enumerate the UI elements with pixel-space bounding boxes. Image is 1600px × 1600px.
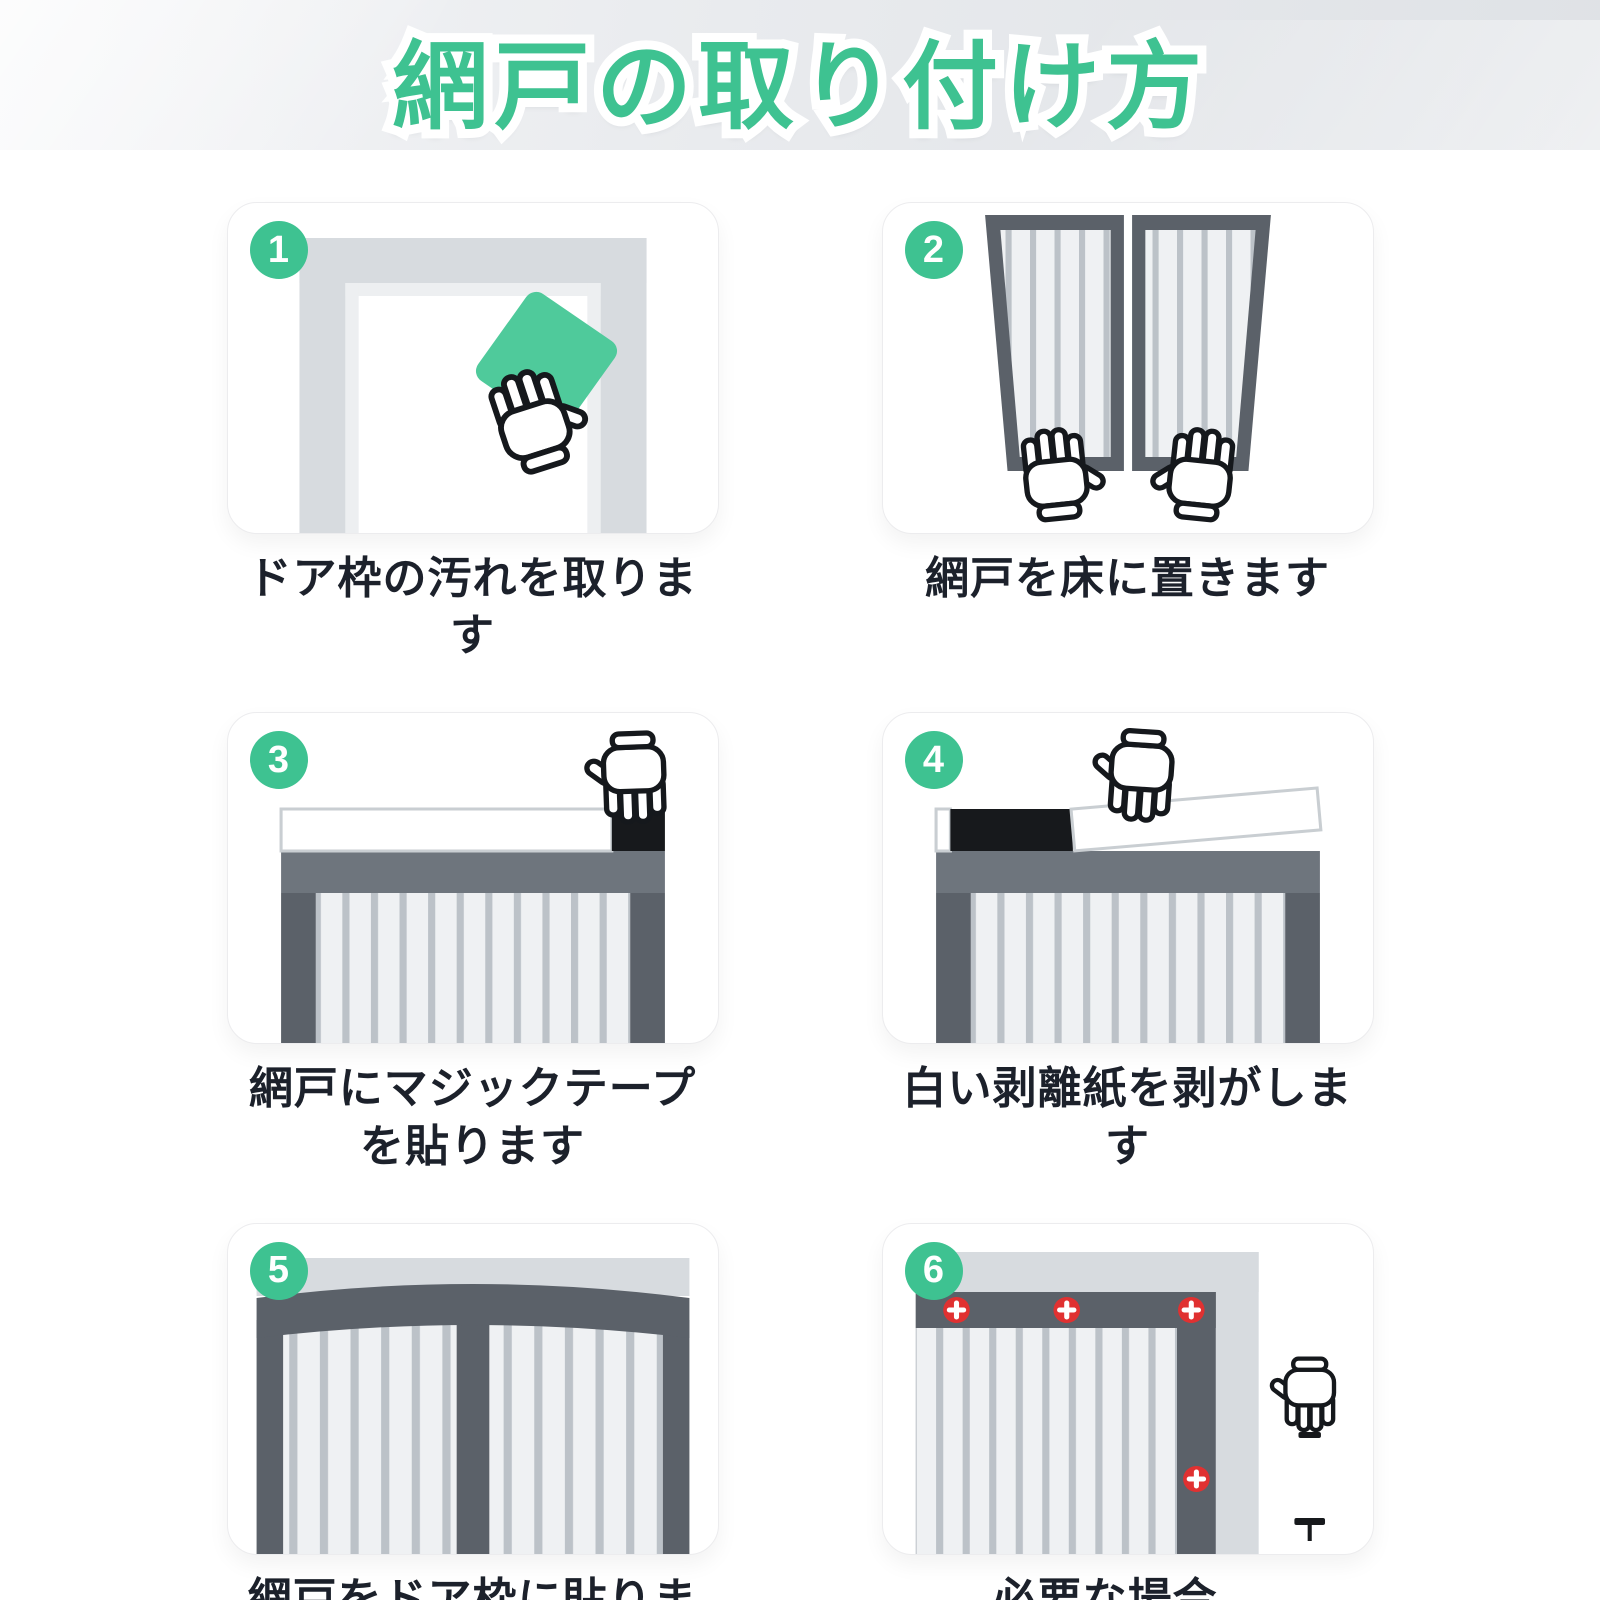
attach-velcro-illustration xyxy=(279,713,718,1044)
step-6-card: 6 xyxy=(881,1222,1374,1555)
door-frame-corner xyxy=(915,1251,1259,1554)
hand-pressing-pin xyxy=(1269,1358,1333,1438)
screen-top-edge xyxy=(935,851,1320,1044)
step-4-number-badge: 4 xyxy=(904,731,963,790)
step-5-number-badge: 5 xyxy=(249,1241,308,1300)
step-3: 3 網戸にマジックテープ を貼ります xyxy=(226,712,719,1174)
white-release-paper xyxy=(1068,786,1323,853)
step-6-number-badge: 6 xyxy=(904,1241,963,1300)
thumbtack-icon xyxy=(1293,1517,1325,1541)
peel-paper-illustration xyxy=(934,713,1323,1044)
screen-corner xyxy=(915,1291,1216,1554)
attached-screen xyxy=(256,1283,689,1554)
steps-grid: 1 ドア枠の汚れを取ります xyxy=(0,202,1600,1600)
step-1-number-badge: 1 xyxy=(249,221,308,279)
pushpin-icon xyxy=(942,1296,1210,1492)
step-1-caption: ドア枠の汚れを取ります xyxy=(247,554,698,661)
step-2-number-badge: 2 xyxy=(904,221,963,279)
screen-on-floor-illustration xyxy=(984,215,1271,533)
adhesive-strip-exposed xyxy=(934,807,1073,853)
page-title: 網戸の取り付け方 網戸の取り付け方 xyxy=(0,8,1600,150)
step-3-caption: 網戸にマジックテープ を貼ります xyxy=(248,1064,697,1171)
screen-attached-illustration xyxy=(256,1257,689,1554)
step-6: 6 必要な場合、 画鋲で網戸を固定します xyxy=(881,1222,1374,1600)
page-title-text: 網戸の取り付け方 xyxy=(392,33,1208,141)
step-1-card: 1 xyxy=(226,202,719,534)
step-5-caption: 網戸をドア枠に貼ります xyxy=(247,1574,698,1600)
step-2-caption: 網戸を床に置きます xyxy=(925,554,1330,603)
step-4-card: 4 xyxy=(881,712,1374,1045)
wipe-door-frame-illustration xyxy=(298,238,647,533)
page-title-outline: 網戸の取り付け方 xyxy=(383,25,1211,150)
header-banner: 網戸の取り付け方 網戸の取り付け方 xyxy=(0,0,1600,150)
step-5-card: 5 xyxy=(226,1222,719,1555)
step-4-caption: 白い剥離紙を剥がします xyxy=(902,1064,1353,1171)
step-3-card: 3 xyxy=(226,712,719,1045)
step-1: 1 ドア枠の汚れを取ります xyxy=(226,202,719,664)
step-5: 5 網戸をドア枠に貼ります xyxy=(226,1222,719,1600)
velcro-tape xyxy=(279,807,665,853)
step-2: 2 網戸を床に置きます xyxy=(881,202,1374,664)
glove-hand-icon xyxy=(1269,1358,1333,1429)
folded-screen-panels xyxy=(984,215,1271,471)
pushpin-fix-illustration xyxy=(915,1251,1373,1554)
step-4: 4 白い剥離紙を剥がします xyxy=(881,712,1374,1174)
step-2-card: 2 xyxy=(881,202,1374,534)
screen-top-edge xyxy=(280,851,665,1044)
step-6-caption: 必要な場合、 画鋲で網戸を固定します xyxy=(992,1574,1263,1600)
step-3-number-badge: 3 xyxy=(249,731,308,790)
